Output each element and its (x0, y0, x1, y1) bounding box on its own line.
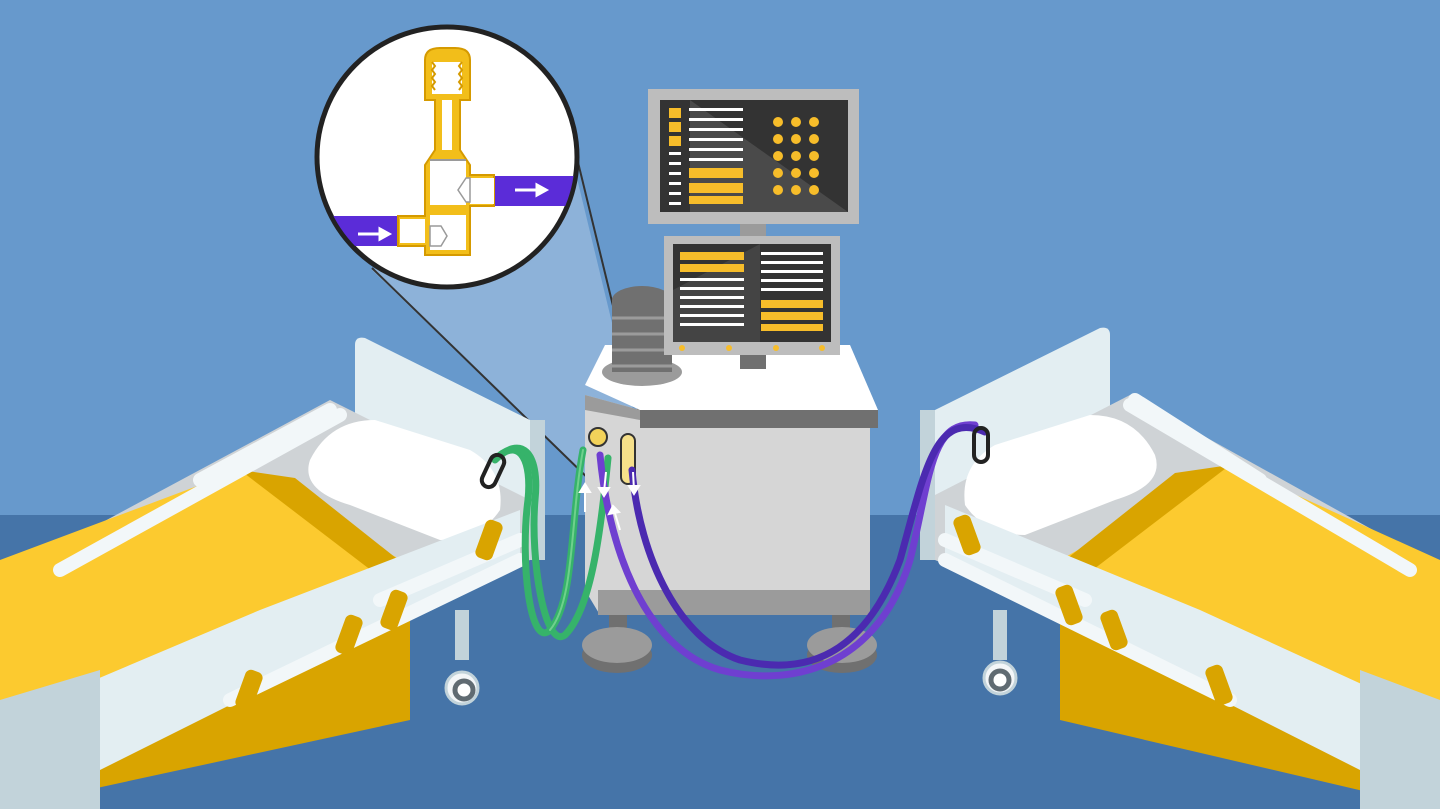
indicator-light (773, 185, 783, 195)
indicator-light (773, 168, 783, 178)
zoom-line-left (371, 267, 597, 487)
indicator-light (773, 151, 783, 161)
indicator-light (809, 134, 819, 144)
green-tubing (479, 444, 612, 641)
upper-monitor (648, 89, 859, 224)
lower-monitor (664, 236, 840, 355)
indicator-light (791, 117, 801, 127)
indicator-light (809, 168, 819, 178)
indicator-light (773, 117, 783, 127)
indicator-light (809, 117, 819, 127)
indicator-light (791, 168, 801, 178)
ventilator-body (585, 395, 870, 615)
indicator-light (791, 151, 801, 161)
valve-detail-inset (314, 24, 580, 290)
indicator-light (791, 185, 801, 195)
purple-tube-connector (972, 426, 990, 464)
flow-arrows (578, 471, 641, 531)
indicator-lights (773, 117, 819, 195)
indicator-light (773, 134, 783, 144)
left-hospital-bed (0, 337, 545, 809)
indicator-light (791, 134, 801, 144)
valve-body (397, 47, 495, 256)
bellows (602, 286, 682, 386)
right-hospital-bed (920, 327, 1440, 809)
indicator-light (809, 151, 819, 161)
arrow-right-icon (358, 226, 393, 242)
indicator-light (809, 185, 819, 195)
purple-tubing (596, 421, 990, 680)
arrow-right-icon (515, 182, 550, 198)
green-tube-connector (479, 452, 507, 490)
